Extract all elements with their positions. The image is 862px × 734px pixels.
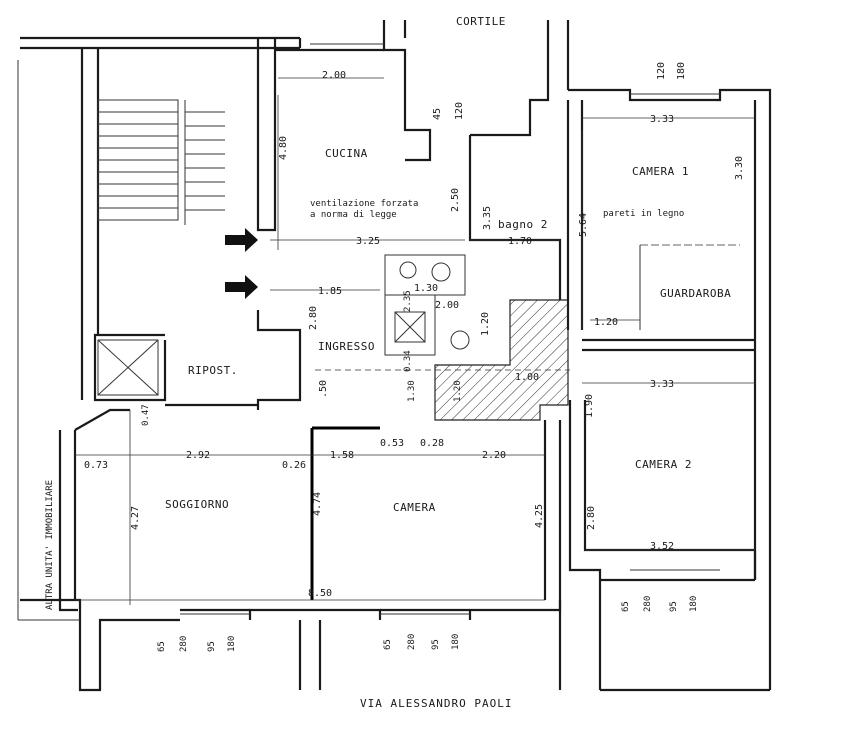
dim-label: 120 [656, 62, 667, 80]
dim-label: 3.33 [650, 379, 674, 390]
dim-label: 4.25 [534, 504, 545, 528]
dim-label: 5.64 [578, 213, 589, 237]
dim-label: 2.35 [403, 290, 413, 312]
svg-text:95: 95 [669, 601, 679, 612]
room-label-soggiorno: SOGGIORNO [165, 498, 229, 511]
dim-label: 45 [432, 108, 443, 120]
walls [17, 20, 772, 692]
dim-label: .50 [318, 380, 329, 398]
svg-text:95: 95 [207, 641, 217, 652]
dim-label: 1.30 [407, 380, 417, 402]
note-pareti: pareti in legno [603, 209, 684, 219]
svg-text:180: 180 [227, 636, 237, 652]
dim-label: 3.52 [650, 541, 674, 552]
dim-label: 4.80 [278, 136, 289, 160]
partition-line [310, 426, 380, 600]
dim-label: 0.28 [420, 438, 444, 449]
dim-label: 180 [676, 62, 687, 80]
dim-label: 4.74 [312, 492, 323, 516]
room-label-camera: CAMERA [393, 501, 436, 514]
svg-text:180: 180 [689, 596, 699, 612]
dim-label: 3.30 [734, 156, 745, 180]
dim-label: 2.92 [186, 450, 210, 461]
dim-label: 2.80 [586, 506, 597, 530]
entrance-arrow-icon [225, 228, 258, 299]
room-label-camera2: CAMERA 2 [635, 458, 692, 471]
dim-label: 0.53 [380, 438, 404, 449]
svg-text:280: 280 [179, 636, 189, 652]
dim-label: 3.33 [650, 114, 674, 125]
dim-label: 8.50 [308, 588, 332, 599]
room-label-bagno2: bagno 2 [498, 218, 548, 231]
room-label-cortile: CORTILE [456, 15, 506, 28]
svg-text:95: 95 [431, 639, 441, 650]
dim-label: 1.20 [480, 312, 491, 336]
street-name: VIA ALESSANDRO PAOLI [360, 697, 512, 710]
room-label-camera1: CAMERA 1 [632, 165, 689, 178]
dim-label: 2.00 [322, 70, 346, 81]
dim-label: 1.58 [330, 450, 354, 461]
dim-label: 1.00 [515, 372, 539, 383]
dim-label: 1.70 [508, 236, 532, 247]
note-ventilazione-2: a norma di legge [310, 210, 397, 220]
dim-label: 120 [454, 102, 465, 120]
dim-label: 2.50 [450, 188, 461, 212]
note-altra-unita: ALTRA UNITA' IMMOBILIARE [45, 480, 55, 610]
dim-label: 3.35 [482, 206, 493, 230]
note-ventilazione-1: ventilazione forzata [310, 199, 418, 209]
room-label-guardaroba: GUARDAROBA [660, 287, 731, 300]
dim-label: 1.20 [453, 380, 463, 402]
dimension-lines [75, 77, 755, 605]
dim-label: 0.34 [403, 350, 413, 372]
dim-label: 4.27 [130, 506, 141, 530]
svg-text:180: 180 [451, 634, 461, 650]
room-label-cucina: CUCINA [325, 147, 368, 160]
dim-label: 0.73 [84, 460, 108, 471]
fixtures [315, 261, 570, 371]
dim-label: 2.20 [482, 450, 506, 461]
svg-text:65: 65 [157, 641, 167, 652]
dim-label: 0.26 [282, 460, 306, 471]
dim-label: 2.80 [308, 306, 319, 330]
room-label-ripost: RIPOST. [188, 364, 238, 377]
svg-text:65: 65 [621, 601, 631, 612]
window-dims-middle: 65 280 95 180 [383, 634, 461, 650]
dim-label: 1.20 [594, 317, 618, 328]
room-label-ingresso: INGRESSO [318, 340, 375, 353]
window-dims-left: 65 280 95 180 [157, 636, 237, 652]
stair-treads [98, 100, 225, 225]
dim-label: 2.00 [435, 300, 459, 311]
dim-label: 1.90 [584, 394, 595, 418]
window-dims-right: 65 280 95 180 [621, 596, 699, 612]
dim-label: 1.30 [414, 283, 438, 294]
dim-label: 0.47 [141, 404, 151, 426]
svg-text:65: 65 [383, 639, 393, 650]
dim-label: 3.25 [356, 236, 380, 247]
dim-label: 1.85 [318, 286, 342, 297]
svg-text:280: 280 [643, 596, 653, 612]
svg-text:280: 280 [407, 634, 417, 650]
